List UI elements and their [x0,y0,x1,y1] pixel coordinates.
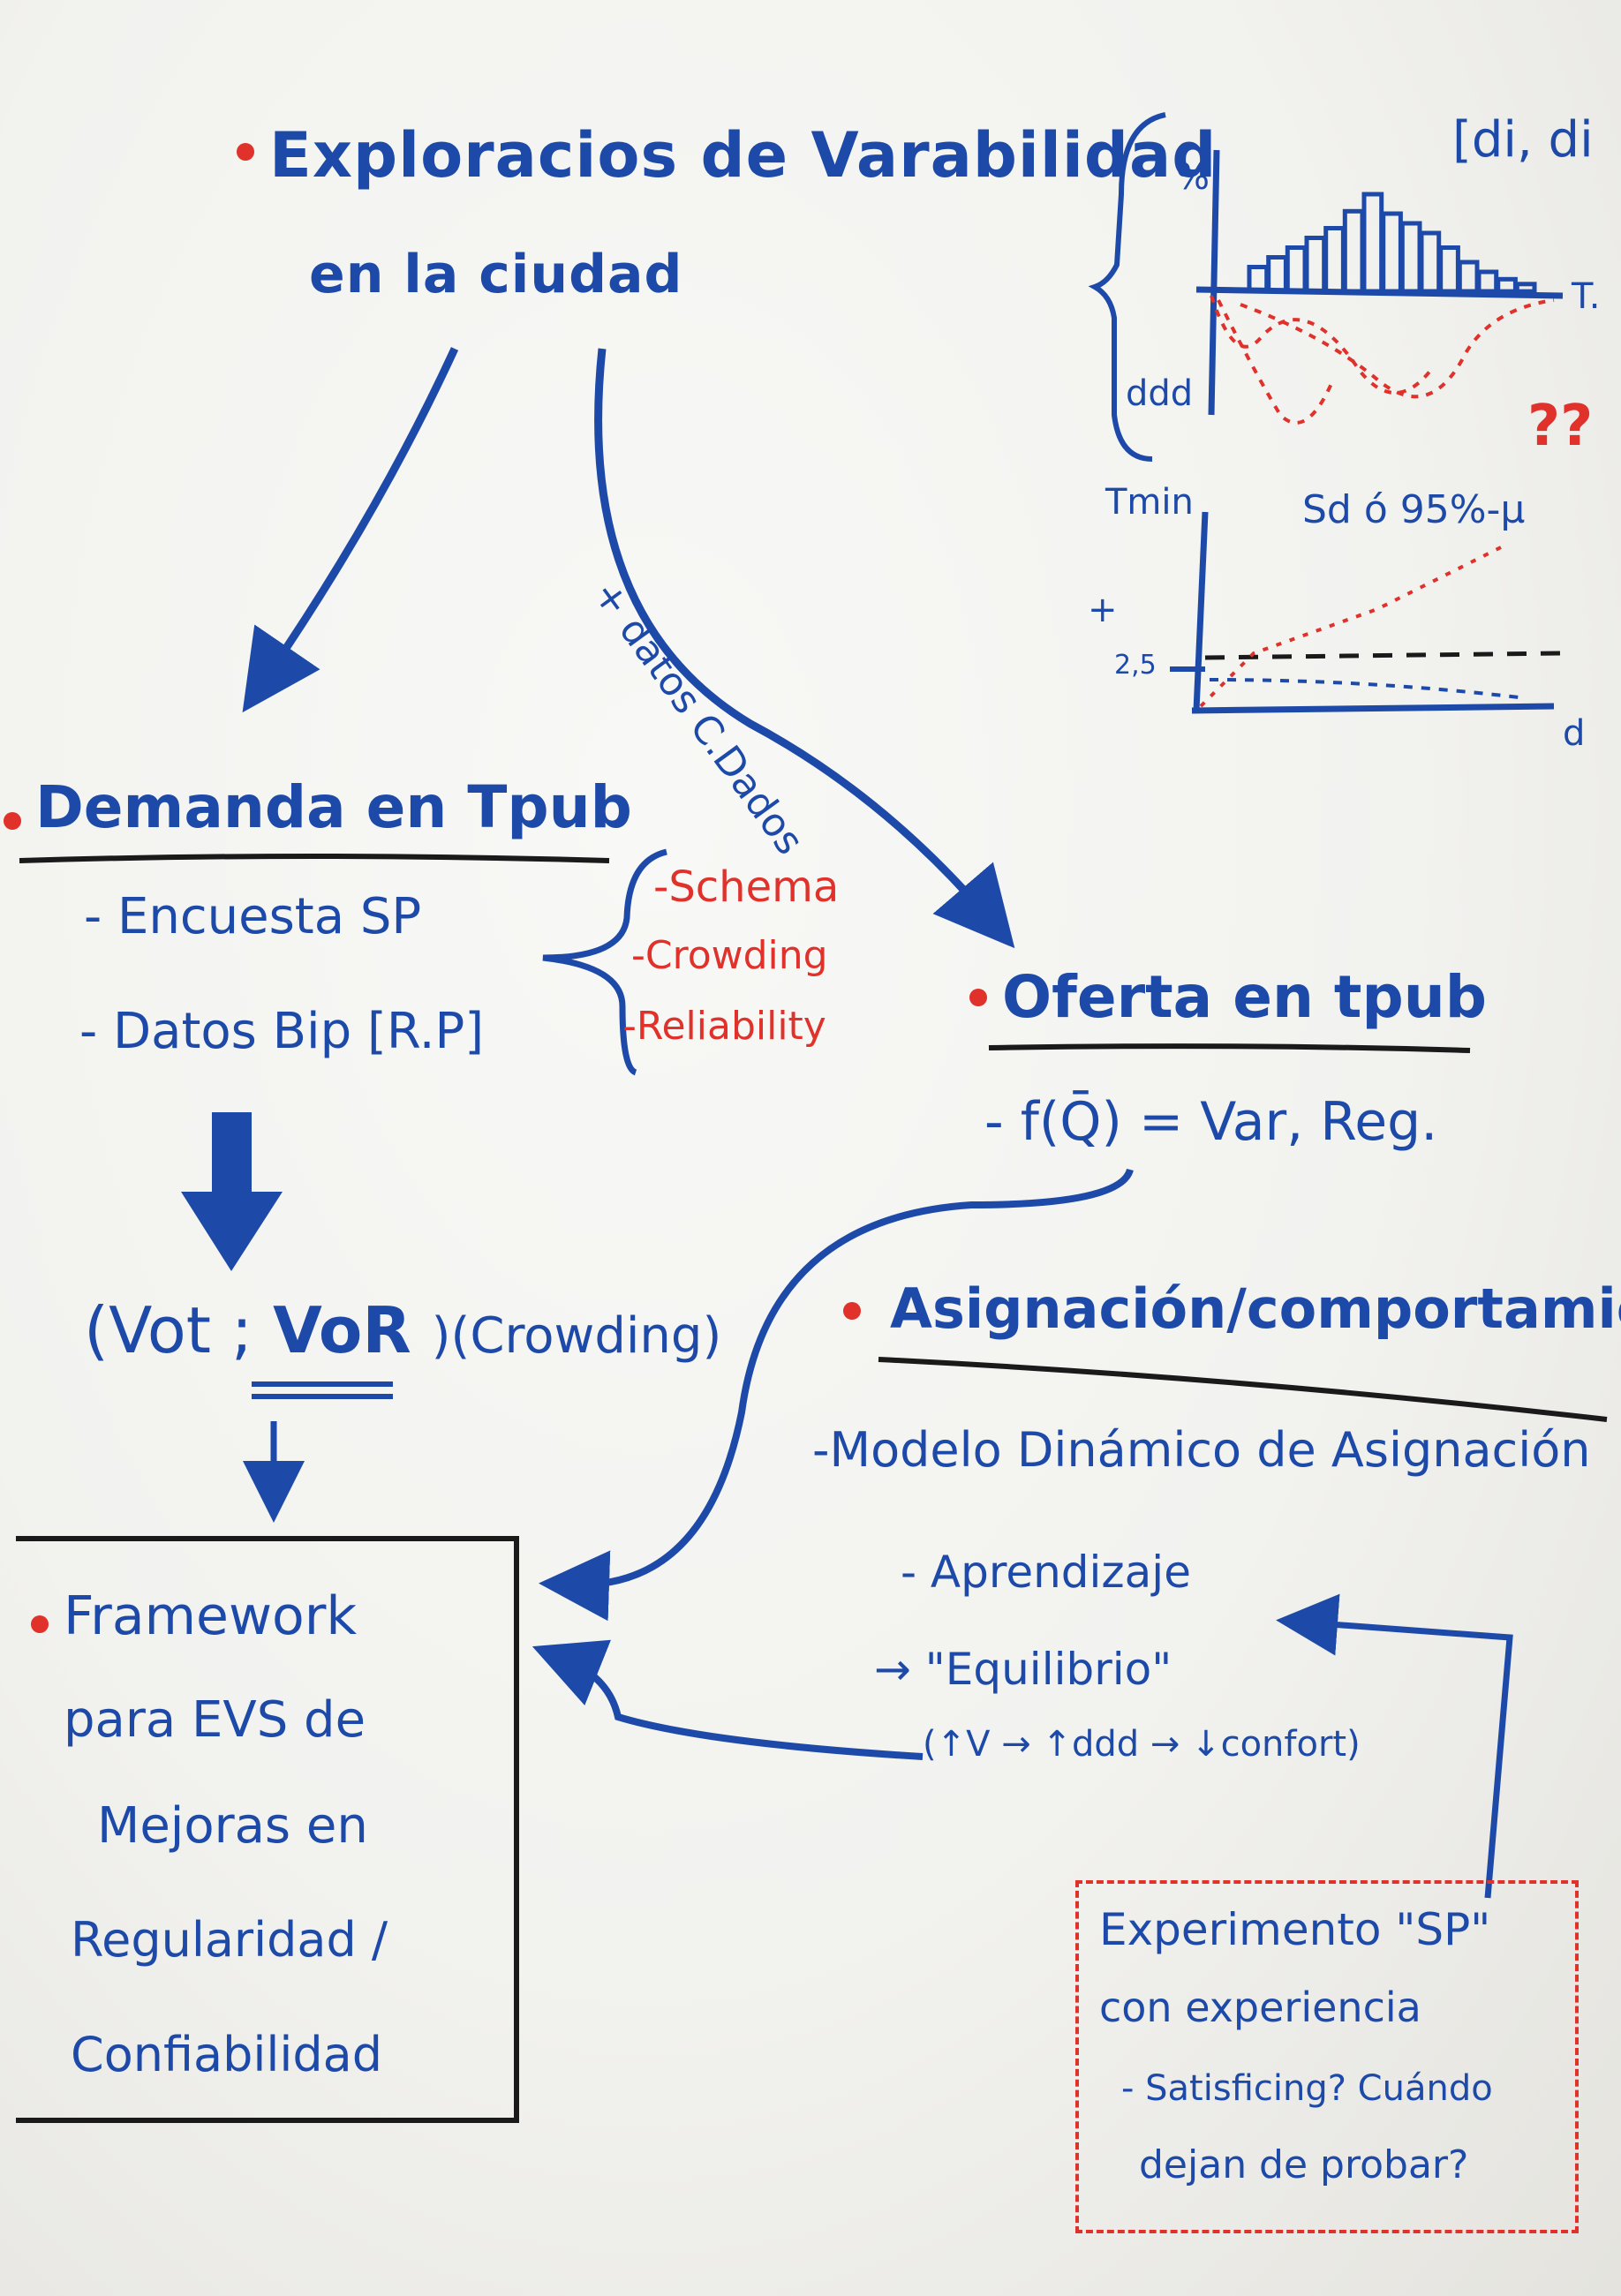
top-chart-lower-curve-3 [1217,299,1335,425]
bottom-chart-y-label: Tmin [1105,482,1194,523]
bottom-chart-y-axis [1193,511,1209,711]
framework-line-1: Framework [64,1585,358,1647]
asignacion-heading: Asignación/comportamiento [890,1276,1621,1341]
framework-box [16,1536,519,2123]
asignacion-item-modelo: -Modelo Dinámico de Asignación [812,1422,1591,1478]
top-chart-lower-curve-2 [1240,298,1555,399]
framework-line-4: Regularidad / [71,1912,388,1968]
bullet-framework [31,1615,49,1633]
experimento-line-3: - Satisficing? Cuándo [1121,2068,1493,2109]
bottom-chart-threshold [1204,651,1564,660]
main-title-line1: Exploracios de Varabilidad [269,119,1218,192]
top-chart-bars [1247,192,1537,294]
demanda-sub-crowding: -Crowding [631,933,828,978]
bottom-chart-rising-series [1199,546,1502,708]
demanda-heading: Demanda en Tpub [35,773,632,841]
framework-line-5: Confiabilidad [71,2027,383,2082]
top-chart [1088,112,1564,462]
arrow-title-to-oferta [594,348,1015,949]
main-title-line2: en la ciudad [309,244,683,305]
asignacion-item-equilibrio: → "Equilibrio" [874,1644,1172,1695]
top-chart-bar [1304,236,1327,294]
vot-part1: (Vot ; [84,1293,253,1367]
top-chart-y-axis [1208,149,1220,416]
bottom-chart-flat-series [1209,678,1519,699]
top-chart-bar [1342,208,1365,294]
bottom-chart-tick-label: 2,5 [1114,650,1157,681]
demanda-sub-reliability: -Reliability [622,1004,826,1049]
top-chart-bar [1285,245,1308,294]
bottom-chart-x-axis [1191,703,1555,714]
top-chart-bar [1266,255,1288,294]
top-chart-lower-curve-1 [1210,295,1432,395]
bottom-chart [1170,511,1564,714]
bottom-chart-x-label: d [1563,713,1586,754]
demanda-underline [19,854,610,863]
oferta-heading: Oferta en tpub [1002,963,1487,1031]
bullet-demanda [4,812,21,830]
top-chart-bar [1323,226,1346,294]
bottom-chart-series-label: Sd ó 95%-μ [1302,487,1526,532]
top-chart-bar [1419,230,1442,294]
vot-expression: (Vot ; VoR )(Crowding) [84,1297,722,1365]
top-chart-bar [1496,276,1518,294]
demanda-item-encuesta: - Encuesta SP [84,888,422,945]
arrow-title-to-demanda [242,347,459,713]
demanda-brace [542,848,667,1076]
arrow-experimento-to-aprendizaje [1276,1593,1513,1899]
top-chart-bar [1514,282,1537,294]
framework-line-3: Mejoras en [97,1797,368,1855]
bullet-title [237,143,254,161]
experimento-line-2: con experiencia [1099,1984,1421,2031]
top-chart-bar [1381,211,1403,294]
experimento-line-1: Experimento "SP" [1099,1904,1491,1955]
top-chart-bar [1361,192,1384,294]
big-down-arrow [181,1112,283,1271]
top-chart-bar [1438,245,1460,294]
top-chart-x-label: T. [1572,276,1601,317]
bullet-asignacion [843,1302,861,1320]
experimento-box [1075,1880,1579,2233]
demanda-sub-schema: -Schema [653,862,840,912]
arrow-asignacion-to-framework [532,1639,924,1760]
oferta-underline [988,1043,1471,1053]
framework-line-2: para EVS de [64,1691,366,1749]
vot-part3: )(Crowding) [431,1307,722,1365]
asignacion-item-aprendizaje: - Aprendizaje [901,1547,1191,1598]
bullet-oferta [969,989,987,1006]
arrow-oferta-to-framework [539,1168,1134,1622]
top-chart-brace [1088,112,1166,462]
vor-underline [252,1381,393,1399]
demanda-item-datos: - Datos Bip [R.P] [79,1003,485,1060]
top-chart-y-label: % [1176,157,1210,198]
vor-term: VoR [273,1293,411,1367]
bottom-chart-plus: + [1088,590,1118,630]
asignacion-item-consecuencia: (↑V → ↑ddd → ↓confort) [923,1724,1361,1765]
asignacion-underline [878,1357,1608,1422]
experimento-line-4: dejan de probar? [1139,2142,1469,2187]
top-chart-annotation: ?? [1527,394,1594,459]
top-chart-y-label-bottom: ddd [1126,373,1194,414]
oferta-item-f: - f(Q̄) = Var, Reg. [984,1091,1438,1153]
top-chart-bracket-label: [di, di [1452,111,1594,169]
top-chart-bar [1457,260,1480,294]
top-chart-bar [1399,221,1422,294]
top-chart-bar [1476,269,1499,294]
